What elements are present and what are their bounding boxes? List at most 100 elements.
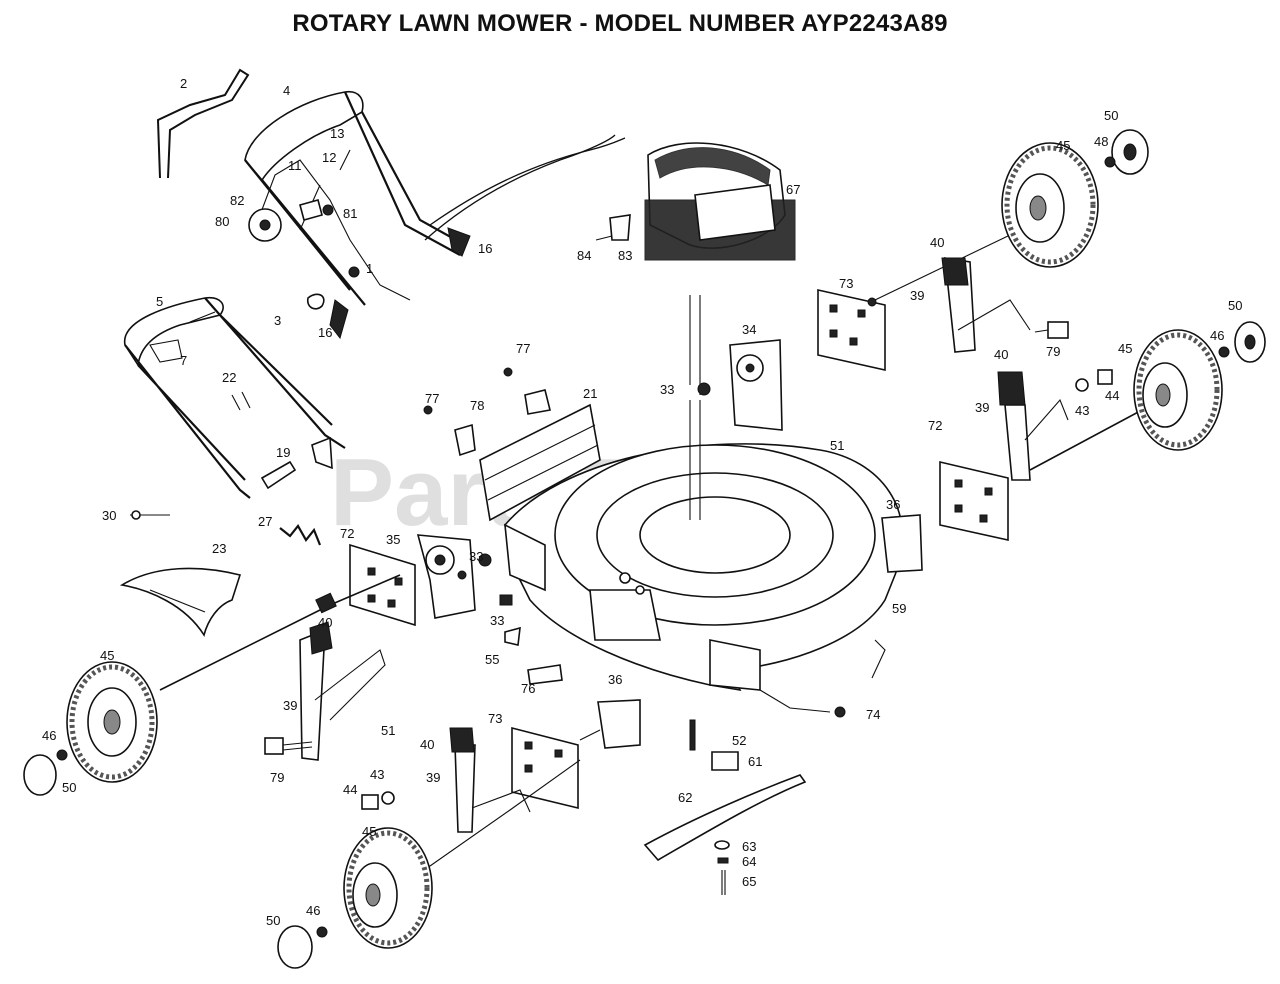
handle-knobs [306, 227, 471, 340]
label-45-top: 45 [1056, 138, 1070, 153]
adjust-lever-39-40-rear-right [941, 257, 1031, 353]
hubcap-50-left [23, 749, 68, 796]
label-45-left: 45 [100, 648, 114, 663]
label-81: 81 [343, 206, 357, 221]
label-46-right: 46 [1210, 328, 1224, 343]
label-61: 61 [748, 754, 762, 769]
label-35: 35 [386, 532, 400, 547]
label-12: 12 [322, 150, 336, 165]
blade-assembly [643, 719, 807, 895]
height-adjust-36-front [597, 699, 641, 749]
label-76: 76 [521, 681, 535, 696]
label-33-b: 33 [490, 613, 504, 628]
hinge-parts-77-78 [423, 367, 551, 457]
label-77-a: 77 [516, 341, 530, 356]
crank-shaft-lines [689, 295, 701, 520]
axle-bracket-73-front [511, 726, 579, 810]
label-13: 13 [330, 126, 344, 141]
label-63: 63 [742, 839, 756, 854]
label-74: 74 [866, 707, 880, 722]
label-44-right: 44 [1105, 388, 1119, 403]
label-36-right: 36 [886, 497, 900, 512]
height-adjust-34-right [697, 339, 783, 431]
label-50-left: 50 [62, 780, 76, 795]
label-43-right: 43 [1075, 403, 1089, 418]
label-79-right: 79 [1046, 344, 1060, 359]
label-72-left: 72 [340, 526, 354, 541]
front-axle [409, 729, 601, 881]
label-33-c: 33 [660, 382, 674, 397]
label-5: 5 [156, 294, 163, 309]
label-7: 7 [180, 353, 187, 368]
label-65: 65 [742, 874, 756, 889]
label-52: 52 [732, 733, 746, 748]
label-11: 11 [288, 158, 302, 173]
hubcap-50-46-bottom [277, 925, 328, 969]
label-27: 27 [258, 514, 272, 529]
label-48: 48 [1094, 134, 1108, 149]
label-46-left: 46 [42, 728, 56, 743]
hubcap-50-48-top [1104, 129, 1149, 175]
label-30: 30 [102, 508, 116, 523]
wheel-45-front-left [66, 661, 158, 783]
nut-74-line [759, 639, 886, 718]
label-84: 84 [577, 248, 591, 263]
label-16-upper: 16 [478, 241, 492, 256]
label-77-b: 77 [425, 391, 439, 406]
engine-bracket-83-84 [595, 214, 631, 241]
label-55: 55 [485, 652, 499, 667]
engine-67 [644, 142, 796, 261]
axle-bracket-72-right [939, 460, 1009, 541]
diagram-title: ROTARY LAWN MOWER - MODEL NUMBER AYP2243… [292, 10, 948, 37]
discharge-chute-23 [119, 567, 242, 637]
label-40-right: 40 [994, 347, 1008, 362]
wheel-45-rear-right-top [1001, 142, 1099, 268]
label-83: 83 [618, 248, 632, 263]
label-43-front: 43 [370, 767, 384, 782]
label-59: 59 [892, 601, 906, 616]
label-22: 22 [222, 370, 236, 385]
label-40-rear: 40 [930, 235, 944, 250]
label-34: 34 [742, 322, 756, 337]
adjust-lever-39-40-left [299, 621, 386, 761]
label-21: 21 [583, 386, 597, 401]
label-62: 62 [678, 790, 692, 805]
bolt-washer-43-44-front [361, 791, 395, 810]
label-79-left: 79 [270, 770, 284, 785]
label-19: 19 [276, 445, 290, 460]
label-50-right: 50 [1228, 298, 1242, 313]
label-39-front: 39 [426, 770, 440, 785]
label-23: 23 [212, 541, 226, 556]
washer-bolt-43-44 [1075, 369, 1113, 392]
control-bar [156, 68, 250, 179]
label-51-left: 51 [381, 723, 395, 738]
small-parts-33-55-76 [499, 594, 563, 685]
adjust-lever-39-40-front-right [997, 371, 1069, 481]
bolt-79-left [264, 737, 313, 755]
label-45-front: 45 [362, 824, 376, 839]
label-40-front: 40 [420, 737, 434, 752]
label-78: 78 [470, 398, 484, 413]
label-73-front: 73 [488, 711, 502, 726]
label-16-lower: 16 [318, 325, 332, 340]
rear-baffle-21 [479, 403, 601, 522]
label-80: 80 [215, 214, 229, 229]
height-adjust-35 [416, 534, 492, 619]
label-2: 2 [180, 76, 187, 91]
label-50-bottom: 50 [266, 913, 280, 928]
bolt-79-right [1034, 321, 1069, 339]
adjust-lever-39-40-front [449, 727, 531, 833]
height-adjust-36-right [881, 514, 923, 573]
label-40-left: 40 [318, 615, 332, 630]
wheel-45-front-bottom [343, 827, 433, 949]
axle-bracket-72-left [349, 543, 416, 627]
label-39-rear: 39 [910, 288, 924, 303]
label-39-left: 39 [283, 698, 297, 713]
rear-axle-line [874, 234, 1011, 301]
label-3: 3 [274, 313, 281, 328]
mower-deck [504, 443, 904, 692]
engine-control-cable [259, 134, 626, 301]
label-4: 4 [283, 83, 290, 98]
wheel-45-front-right [1133, 329, 1223, 451]
label-67: 67 [786, 182, 800, 197]
